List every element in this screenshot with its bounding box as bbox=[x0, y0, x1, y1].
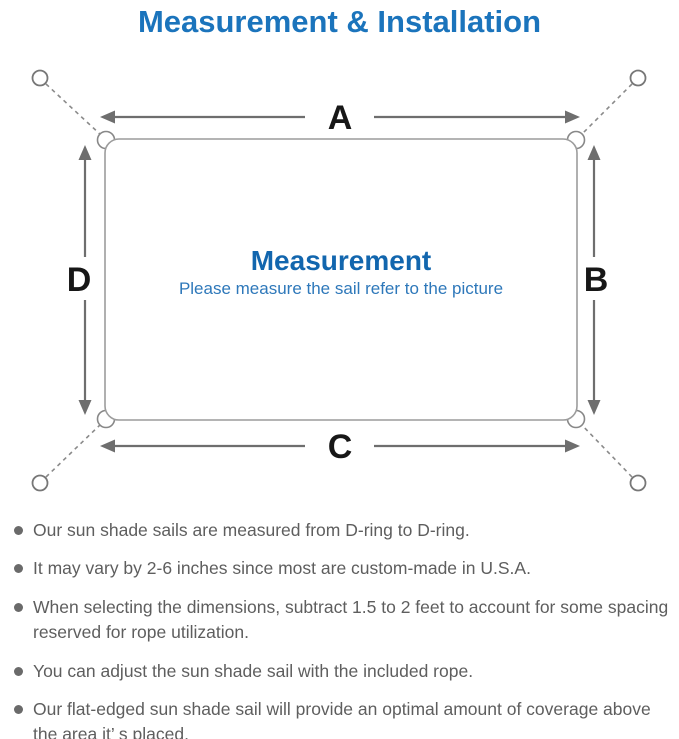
dimension-label-c: C bbox=[328, 428, 353, 466]
diagram-center-title: Measurement bbox=[251, 245, 432, 276]
dimension-arrow-top bbox=[100, 110, 580, 124]
rope-top-left bbox=[45, 83, 103, 137]
bullet-icon bbox=[14, 602, 23, 612]
anchor-bottom-left bbox=[31, 474, 49, 492]
anchor-bottom-right bbox=[629, 474, 647, 492]
note-text: Our sun shade sails are measured from D-… bbox=[33, 520, 470, 540]
dimension-label-a: A bbox=[328, 99, 353, 137]
diagram-center-subtitle: Please measure the sail refer to the pic… bbox=[179, 279, 503, 298]
note-text: You can adjust the sun shade sail with t… bbox=[33, 660, 474, 681]
note-text: Our flat-edged sun shade sail will provi… bbox=[33, 698, 651, 739]
anchor-points bbox=[31, 69, 647, 492]
bullet-icon bbox=[14, 526, 23, 535]
anchor-top-right bbox=[629, 69, 647, 87]
dimension-label-b: B bbox=[584, 261, 609, 299]
list-item: It may vary by 2-6 inches since most are… bbox=[10, 556, 671, 581]
notes-list: Our sun shade sails are measured from D-… bbox=[0, 510, 679, 739]
list-item: Our sun shade sails are measured from D-… bbox=[10, 518, 671, 543]
rope-top-right bbox=[579, 83, 633, 137]
sail-outline bbox=[104, 138, 578, 421]
dimension-label-d: D bbox=[67, 261, 92, 299]
rope-bottom-right bbox=[579, 422, 633, 478]
rope-lines bbox=[45, 83, 633, 478]
list-item: Our flat-edged sun shade sail will provi… bbox=[10, 697, 671, 739]
page-title: Measurement & Installation bbox=[137, 4, 542, 39]
dimension-arrow-left bbox=[78, 145, 92, 415]
dimension-arrow-bottom bbox=[100, 439, 580, 453]
list-item: You can adjust the sun shade sail with t… bbox=[10, 659, 671, 684]
anchor-top-left bbox=[31, 69, 49, 87]
measurement-diagram: A C D B Measurement Please measure the s… bbox=[31, 69, 647, 492]
bullet-icon bbox=[14, 704, 23, 714]
note-text: When selecting the dimensions, subtract … bbox=[33, 596, 669, 643]
dimension-arrow-right bbox=[587, 145, 601, 415]
bullet-icon bbox=[14, 666, 23, 676]
bullet-icon bbox=[14, 564, 23, 574]
list-item: When selecting the dimensions, subtract … bbox=[10, 595, 671, 646]
note-text: It may vary by 2-6 inches since most are… bbox=[33, 558, 531, 579]
rope-bottom-left bbox=[45, 422, 103, 478]
